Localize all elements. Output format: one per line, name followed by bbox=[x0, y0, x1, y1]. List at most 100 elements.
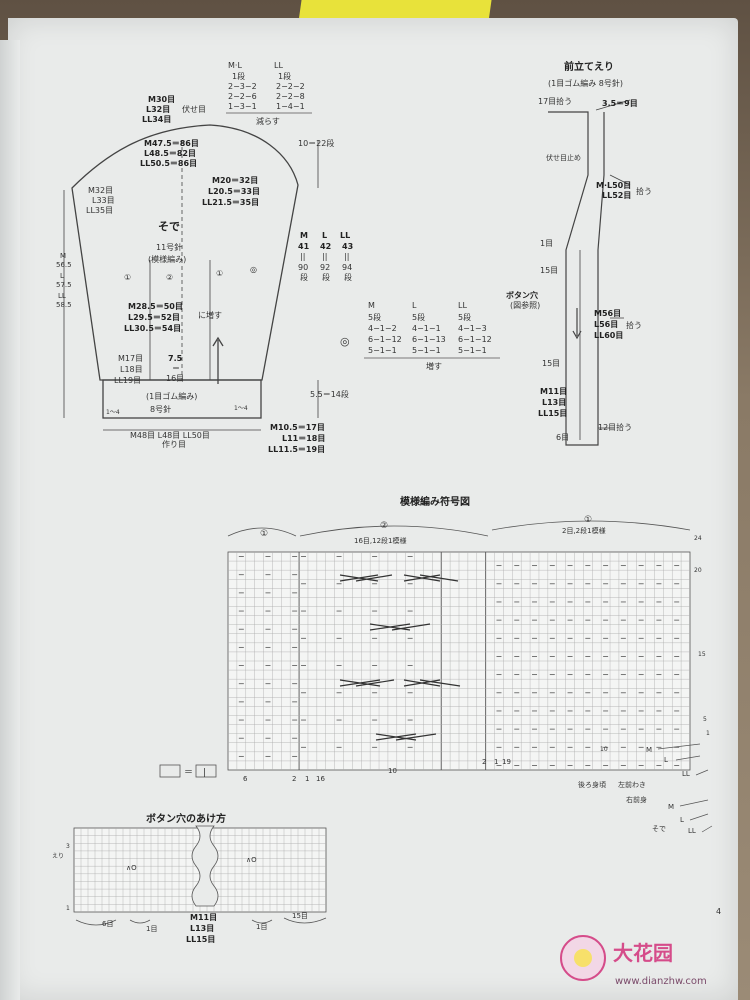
sleeve-shaping-cell: 2−2−8 bbox=[276, 92, 305, 101]
buttonhole-count: 1目 bbox=[146, 925, 157, 933]
side-right-ll: LL21.5＝35目 bbox=[202, 198, 259, 207]
row-col-rows: 90 bbox=[298, 263, 308, 272]
side-left-l: L33目 bbox=[92, 196, 115, 205]
buttonhole-note: (図参照) bbox=[510, 300, 540, 310]
buttonhole-chart: ボタン穴のあけ方 ∧O ∧O えり 3 1 6目 1目 1目 15目 M11目 … bbox=[52, 812, 327, 944]
row-col-rows: 92 bbox=[320, 263, 330, 272]
increase-cell: 5段 bbox=[412, 312, 425, 322]
watermark-logo: 大花园 www.dianzhw.com bbox=[555, 918, 745, 996]
top-pick-label: 17目拾う bbox=[538, 96, 572, 106]
cuff-side-right: 1〜4 bbox=[234, 405, 248, 412]
buttonhole-side-label: えり bbox=[52, 853, 64, 860]
side-left-ll: LL35目 bbox=[86, 206, 113, 215]
buttonhole-side-mark: 3 bbox=[66, 843, 70, 850]
lower-left-m: M17目 bbox=[118, 354, 143, 363]
row-col-rows: 94 bbox=[342, 263, 352, 272]
increase-arrow-head bbox=[212, 336, 224, 347]
lower-center-eq: ＝ bbox=[172, 364, 180, 373]
buttonhole-grid bbox=[73, 825, 327, 913]
cuff-width-l: L11＝18目 bbox=[282, 434, 325, 443]
back-note: 後ろ身頃 bbox=[578, 780, 606, 789]
buttonhole-count: 15目 bbox=[292, 912, 308, 920]
chart-sec3-repeat: 2目,2段1模様 bbox=[562, 526, 606, 535]
buttonhole-break bbox=[191, 825, 219, 907]
buttonhole-side-mark: 1 bbox=[66, 905, 70, 912]
lower-left-ll: LL19目 bbox=[114, 376, 141, 385]
increase-head-m: M bbox=[368, 301, 375, 310]
sleeve-shaping-cell: 1段 bbox=[232, 71, 245, 81]
back-mark-ll: LL bbox=[682, 770, 690, 778]
sleeve-shaping-cell: 2−2−6 bbox=[228, 92, 257, 101]
mid-width-m: M28.5＝50目 bbox=[128, 302, 183, 311]
buttonhole-count: 1目 bbox=[256, 923, 267, 931]
stitch-chart: 模様編み符号図 ① ② 16目,12段1模様 ① 2目,2段1模様 24 20 … bbox=[159, 495, 713, 835]
sleeve-shaping-head-ml: M·L bbox=[228, 61, 242, 70]
chart-section-3: ① bbox=[584, 515, 592, 525]
row-mark: 15目 bbox=[542, 359, 560, 368]
sleeve-shaping-cell: 2−2−2 bbox=[276, 82, 305, 91]
increase-table-symbol: ◎ bbox=[340, 335, 350, 348]
lower-left-l: L18目 bbox=[120, 365, 143, 374]
cable-crossings bbox=[339, 574, 461, 741]
row-label: 1 bbox=[706, 730, 710, 737]
buttonhole-label: ボタン穴 bbox=[506, 290, 538, 300]
cuff-label: (1目ゴム編み) bbox=[146, 391, 197, 401]
front-band-labels: 前立てえり (1目ゴム編み 8号針) 17目拾う 3.5＝9目 伏せ目止め M·… bbox=[506, 60, 652, 442]
cuff-side-left: 1〜4 bbox=[106, 409, 120, 416]
increase-cell: 5−1−1 bbox=[412, 346, 441, 355]
increase-cell: 4−1−3 bbox=[458, 324, 487, 333]
cuff-height-label: 5.5＝14段 bbox=[310, 389, 349, 399]
section-right-label: ① bbox=[216, 269, 223, 278]
row-col-size: L bbox=[322, 231, 327, 240]
cuff-needle: 8号針 bbox=[150, 404, 171, 414]
length-label: LL bbox=[58, 292, 66, 300]
cuff-width-m: M10.5＝17目 bbox=[270, 423, 325, 432]
neck-pick-ll: LL52目 bbox=[602, 191, 631, 200]
col-label: 2 bbox=[292, 775, 296, 783]
chart-side-marks: M L LL 後ろ身頃 左前わき 右前身 M L LL そで bbox=[578, 743, 713, 835]
legend-equal: ＝ bbox=[184, 768, 193, 778]
increase-cell: 4−1−2 bbox=[368, 324, 397, 333]
sleeve-note: そで bbox=[652, 825, 666, 833]
top-bind-m: M30目 bbox=[148, 95, 175, 104]
side-left-m: M32目 bbox=[88, 186, 113, 195]
watermark-text: 大花园 bbox=[613, 941, 673, 965]
row-label: 5 bbox=[703, 716, 707, 723]
back-mark-m: M bbox=[646, 746, 652, 754]
row-label: 20 bbox=[694, 567, 702, 574]
cuff-width-ll: LL11.5＝19目 bbox=[268, 445, 325, 454]
lower-center-sts: 16目 bbox=[166, 374, 184, 383]
front-mark-l: L bbox=[680, 816, 684, 824]
sleeve-marker-symbol: ◎ bbox=[250, 265, 257, 274]
col-label: 2 bbox=[482, 758, 486, 766]
bind-off-label: 伏せ目 bbox=[182, 104, 206, 114]
row-col-cm: 41 bbox=[298, 242, 310, 251]
col-label: 19 bbox=[502, 758, 511, 766]
body-pick-l: L56目 bbox=[594, 320, 618, 329]
cap-width-m: M47.5＝86目 bbox=[144, 139, 199, 148]
sleeve-labels: M30目 L32目 LL34目 伏せ目 M47.5＝86目 L48.5＝82目 … bbox=[56, 95, 353, 454]
lower-center-cm: 7.5 bbox=[168, 354, 183, 363]
page-number: 4 bbox=[716, 907, 721, 916]
page-spine-shadow bbox=[0, 40, 20, 1000]
front-note: 右前身 bbox=[626, 795, 647, 804]
legend-knit-cell bbox=[195, 764, 217, 778]
row-mark: 6目 bbox=[556, 433, 569, 442]
row-col-size: M bbox=[300, 231, 308, 240]
body-pick-ll: LL60目 bbox=[594, 331, 623, 340]
cast-on-label: M48目 L48目 LL50目 bbox=[130, 431, 210, 440]
buttonhole-mid-m: M11目 bbox=[190, 913, 217, 922]
legend-blank-cell bbox=[159, 764, 181, 778]
row-mark: 15目 bbox=[540, 266, 558, 275]
mid-width-l: L29.5＝52目 bbox=[128, 313, 180, 322]
row-label: 15 bbox=[698, 651, 706, 658]
buttonhole-mark: ∧O bbox=[126, 864, 137, 872]
row-mark: 1目 bbox=[540, 239, 553, 248]
row-col-eq: || bbox=[344, 252, 349, 261]
neck-pick-label: 拾う bbox=[636, 186, 652, 196]
increase-cell: 5段 bbox=[368, 312, 381, 322]
increase-cell: 5段 bbox=[458, 312, 471, 322]
row-col-cm: 43 bbox=[342, 242, 353, 251]
chart-section-2: ② bbox=[380, 521, 388, 531]
front-band-subtitle: (1目ゴム編み 8号針) bbox=[548, 78, 623, 88]
